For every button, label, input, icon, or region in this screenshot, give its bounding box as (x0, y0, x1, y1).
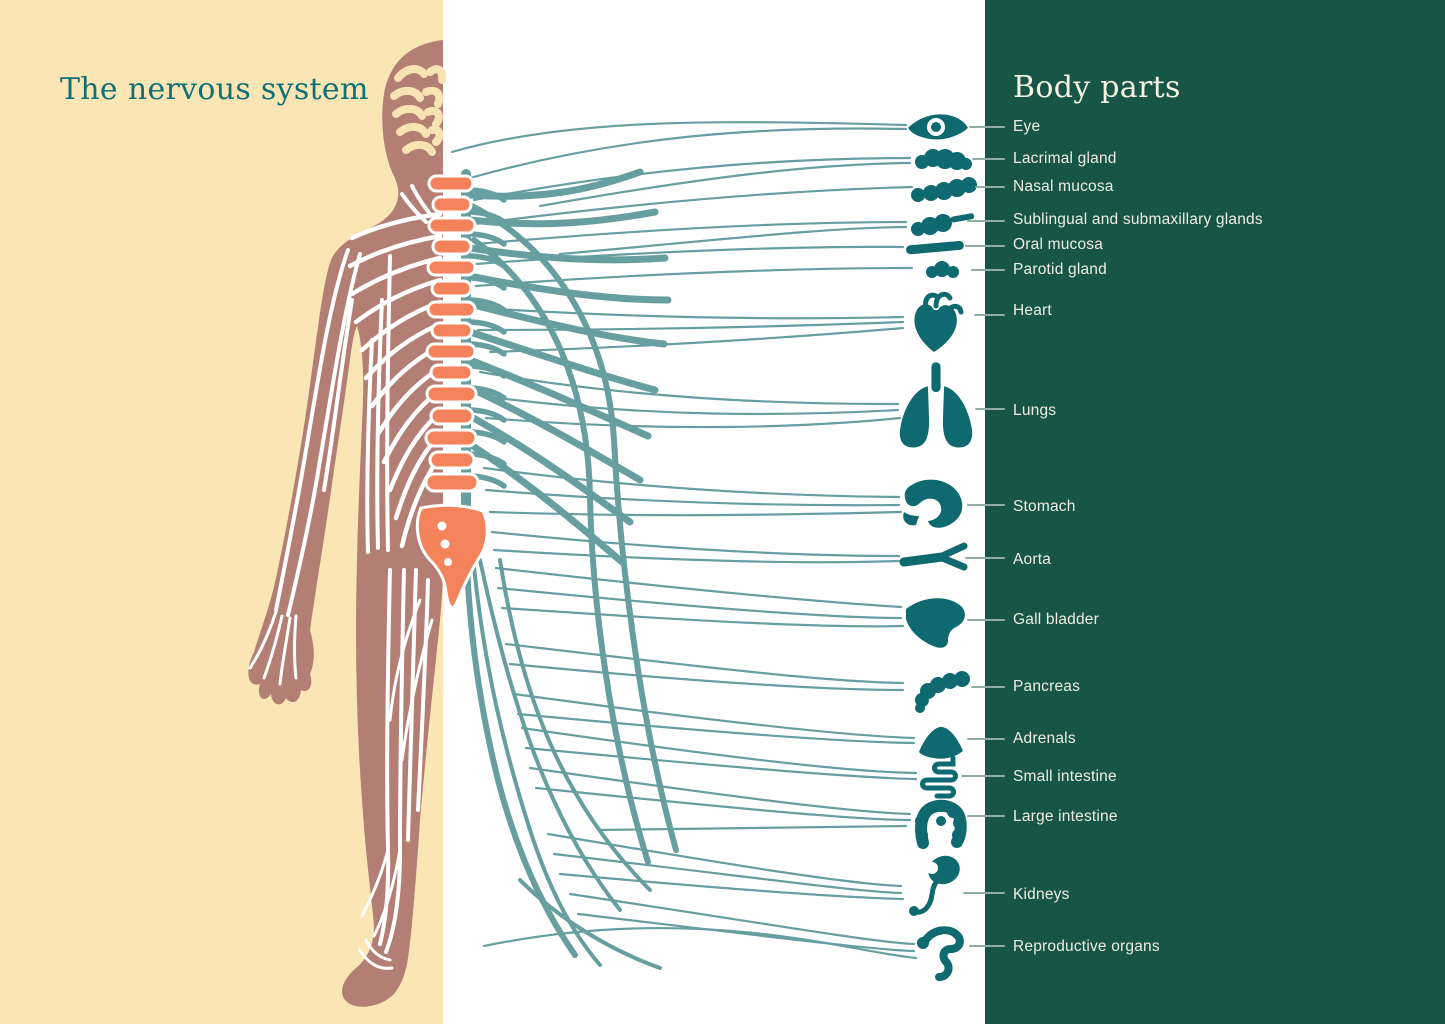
label-gall-bladder: Gall bladder (1013, 611, 1099, 628)
diagram-title: The nervous system (60, 72, 369, 107)
right-panel-background (985, 0, 1445, 1024)
label-parotid-gland: Parotid gland (1013, 261, 1107, 278)
nerve-pathways (450, 121, 918, 970)
label-eye: Eye (1013, 118, 1041, 135)
stomach-icon (903, 479, 963, 528)
label-stomach: Stomach (1013, 498, 1076, 515)
label-adrenals: Adrenals (1013, 730, 1076, 747)
label-lacrimal-gland: Lacrimal gland (1013, 150, 1117, 167)
label-nasal-mucosa: Nasal mucosa (1013, 178, 1114, 195)
gall-bladder-icon (906, 598, 965, 648)
label-connector-lines (961, 126, 1005, 947)
pancreas-icon (915, 671, 970, 713)
human-body-silhouette (248, 40, 443, 1007)
label-lungs: Lungs (1013, 402, 1057, 419)
small-intestine-icon (920, 755, 958, 799)
sublingual-glands-icon (911, 213, 975, 236)
nasal-mucosa-icon (911, 177, 977, 202)
label-pancreas: Pancreas (1013, 678, 1081, 695)
label-small-intestine: Small intestine (1013, 768, 1117, 785)
heart-icon (914, 291, 964, 352)
label-oral-mucosa: Oral mucosa (1013, 236, 1104, 253)
spine (415, 174, 489, 610)
organ-icons (899, 114, 977, 981)
kidneys-icon (909, 855, 960, 916)
eye-icon (908, 114, 968, 140)
lacrimal-gland-icon (915, 149, 972, 170)
label-reproductive-organs: Reproductive organs (1013, 938, 1160, 955)
label-sublingual-glands: Sublingual and submaxillary glands (1013, 211, 1263, 228)
brain-icon (390, 65, 447, 156)
label-aorta: Aorta (1013, 551, 1052, 568)
parotid-gland-icon (926, 261, 959, 278)
adrenals-icon (919, 726, 963, 759)
label-large-intestine: Large intestine (1013, 808, 1118, 825)
sacrum (415, 503, 489, 610)
reproductive-organs-icon (917, 926, 964, 981)
aorta-icon (899, 542, 968, 571)
label-heart: Heart (1013, 302, 1052, 319)
body-parts-heading: Body parts (1013, 70, 1181, 105)
lungs-icon (899, 362, 973, 448)
label-kidneys: Kidneys (1013, 886, 1070, 903)
large-intestine-icon (915, 799, 967, 849)
oral-mucosa-icon (906, 240, 964, 255)
